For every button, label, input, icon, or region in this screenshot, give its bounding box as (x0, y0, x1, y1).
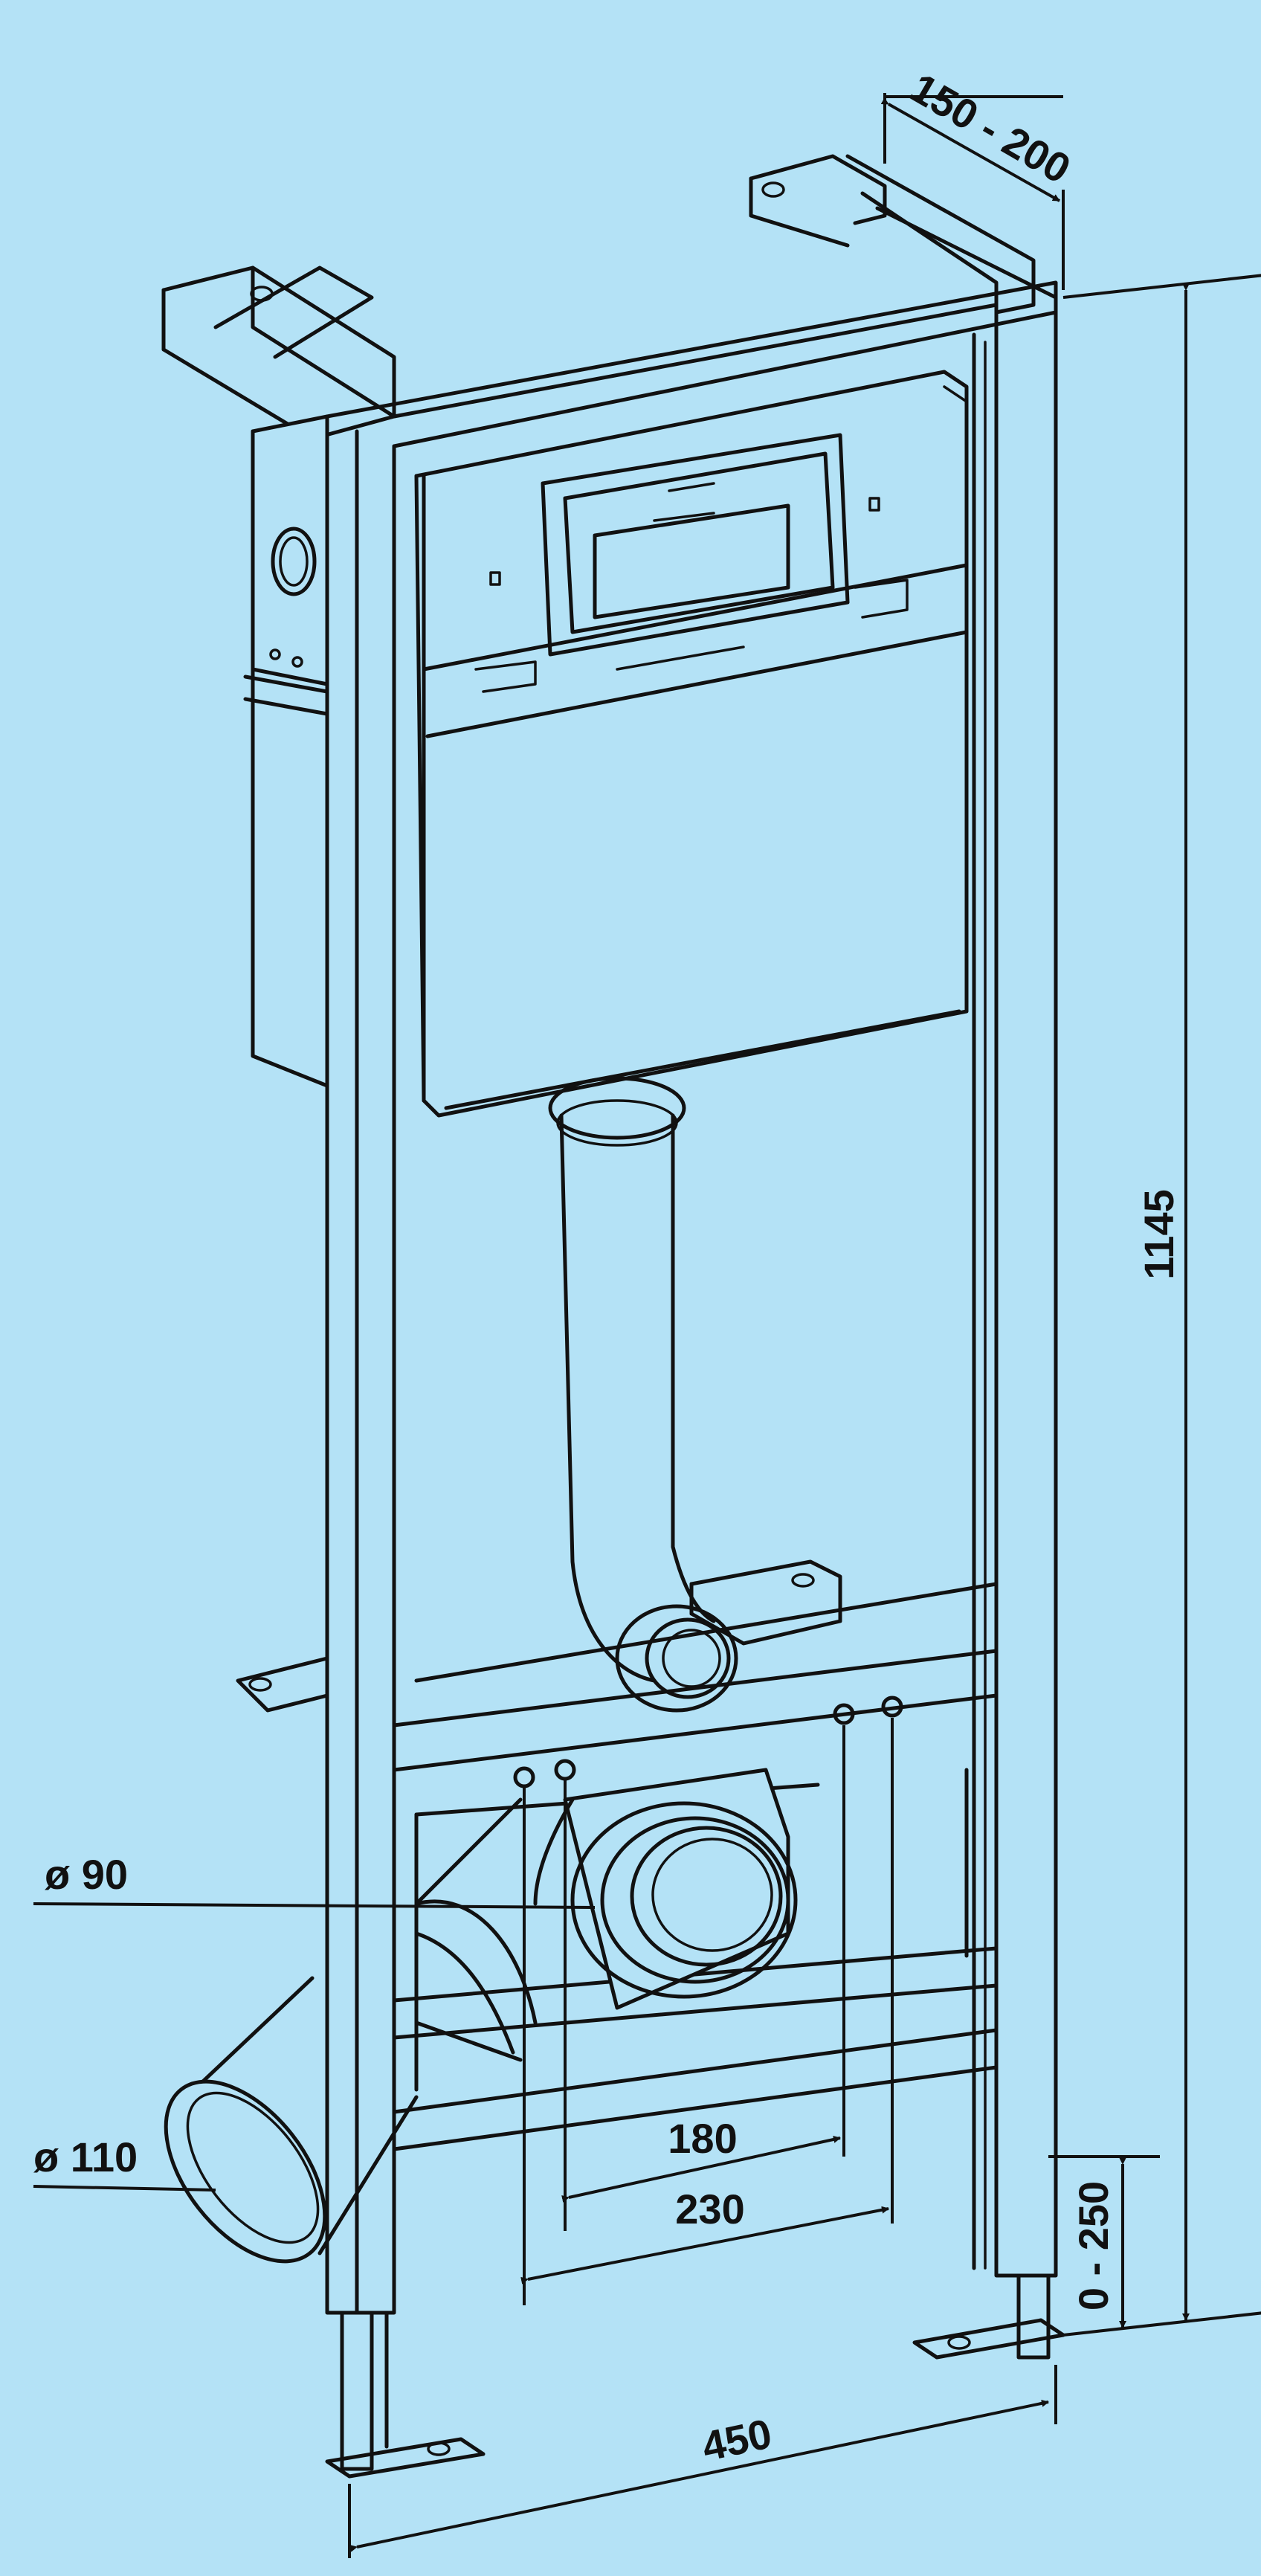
top-wall-bracket (161, 154, 1058, 441)
dimension-depth: 150 - 200 (880, 64, 1078, 290)
callout-flush-outlet: ø 90 (33, 1851, 596, 1909)
dimension-height: 1145 (1062, 274, 1261, 2337)
dim-label-height: 1145 (1135, 1189, 1182, 1280)
callout-drain: ø 110 (33, 2134, 216, 2192)
dim-label-inner-spacing: 180 (668, 2115, 737, 2162)
flush-pipe (513, 1076, 903, 1788)
dimension-bolt-spacing: 180 230 (520, 1718, 894, 2305)
label-flush-outlet-diameter: ø 90 (45, 1851, 128, 1898)
steel-frame (236, 280, 1065, 2479)
label-drain-diameter: ø 110 (33, 2134, 138, 2180)
drain-elbow (164, 1768, 798, 2264)
dim-label-outer-spacing: 230 (675, 2186, 744, 2232)
cistern (414, 370, 969, 1118)
fill-valve-housing (243, 414, 329, 1088)
dimension-leg-adjust: 0 - 250 (1048, 2155, 1160, 2328)
dimension-width: 450 (348, 2365, 1057, 2558)
dim-label-leg-adjust: 0 - 250 (1070, 2181, 1117, 2311)
